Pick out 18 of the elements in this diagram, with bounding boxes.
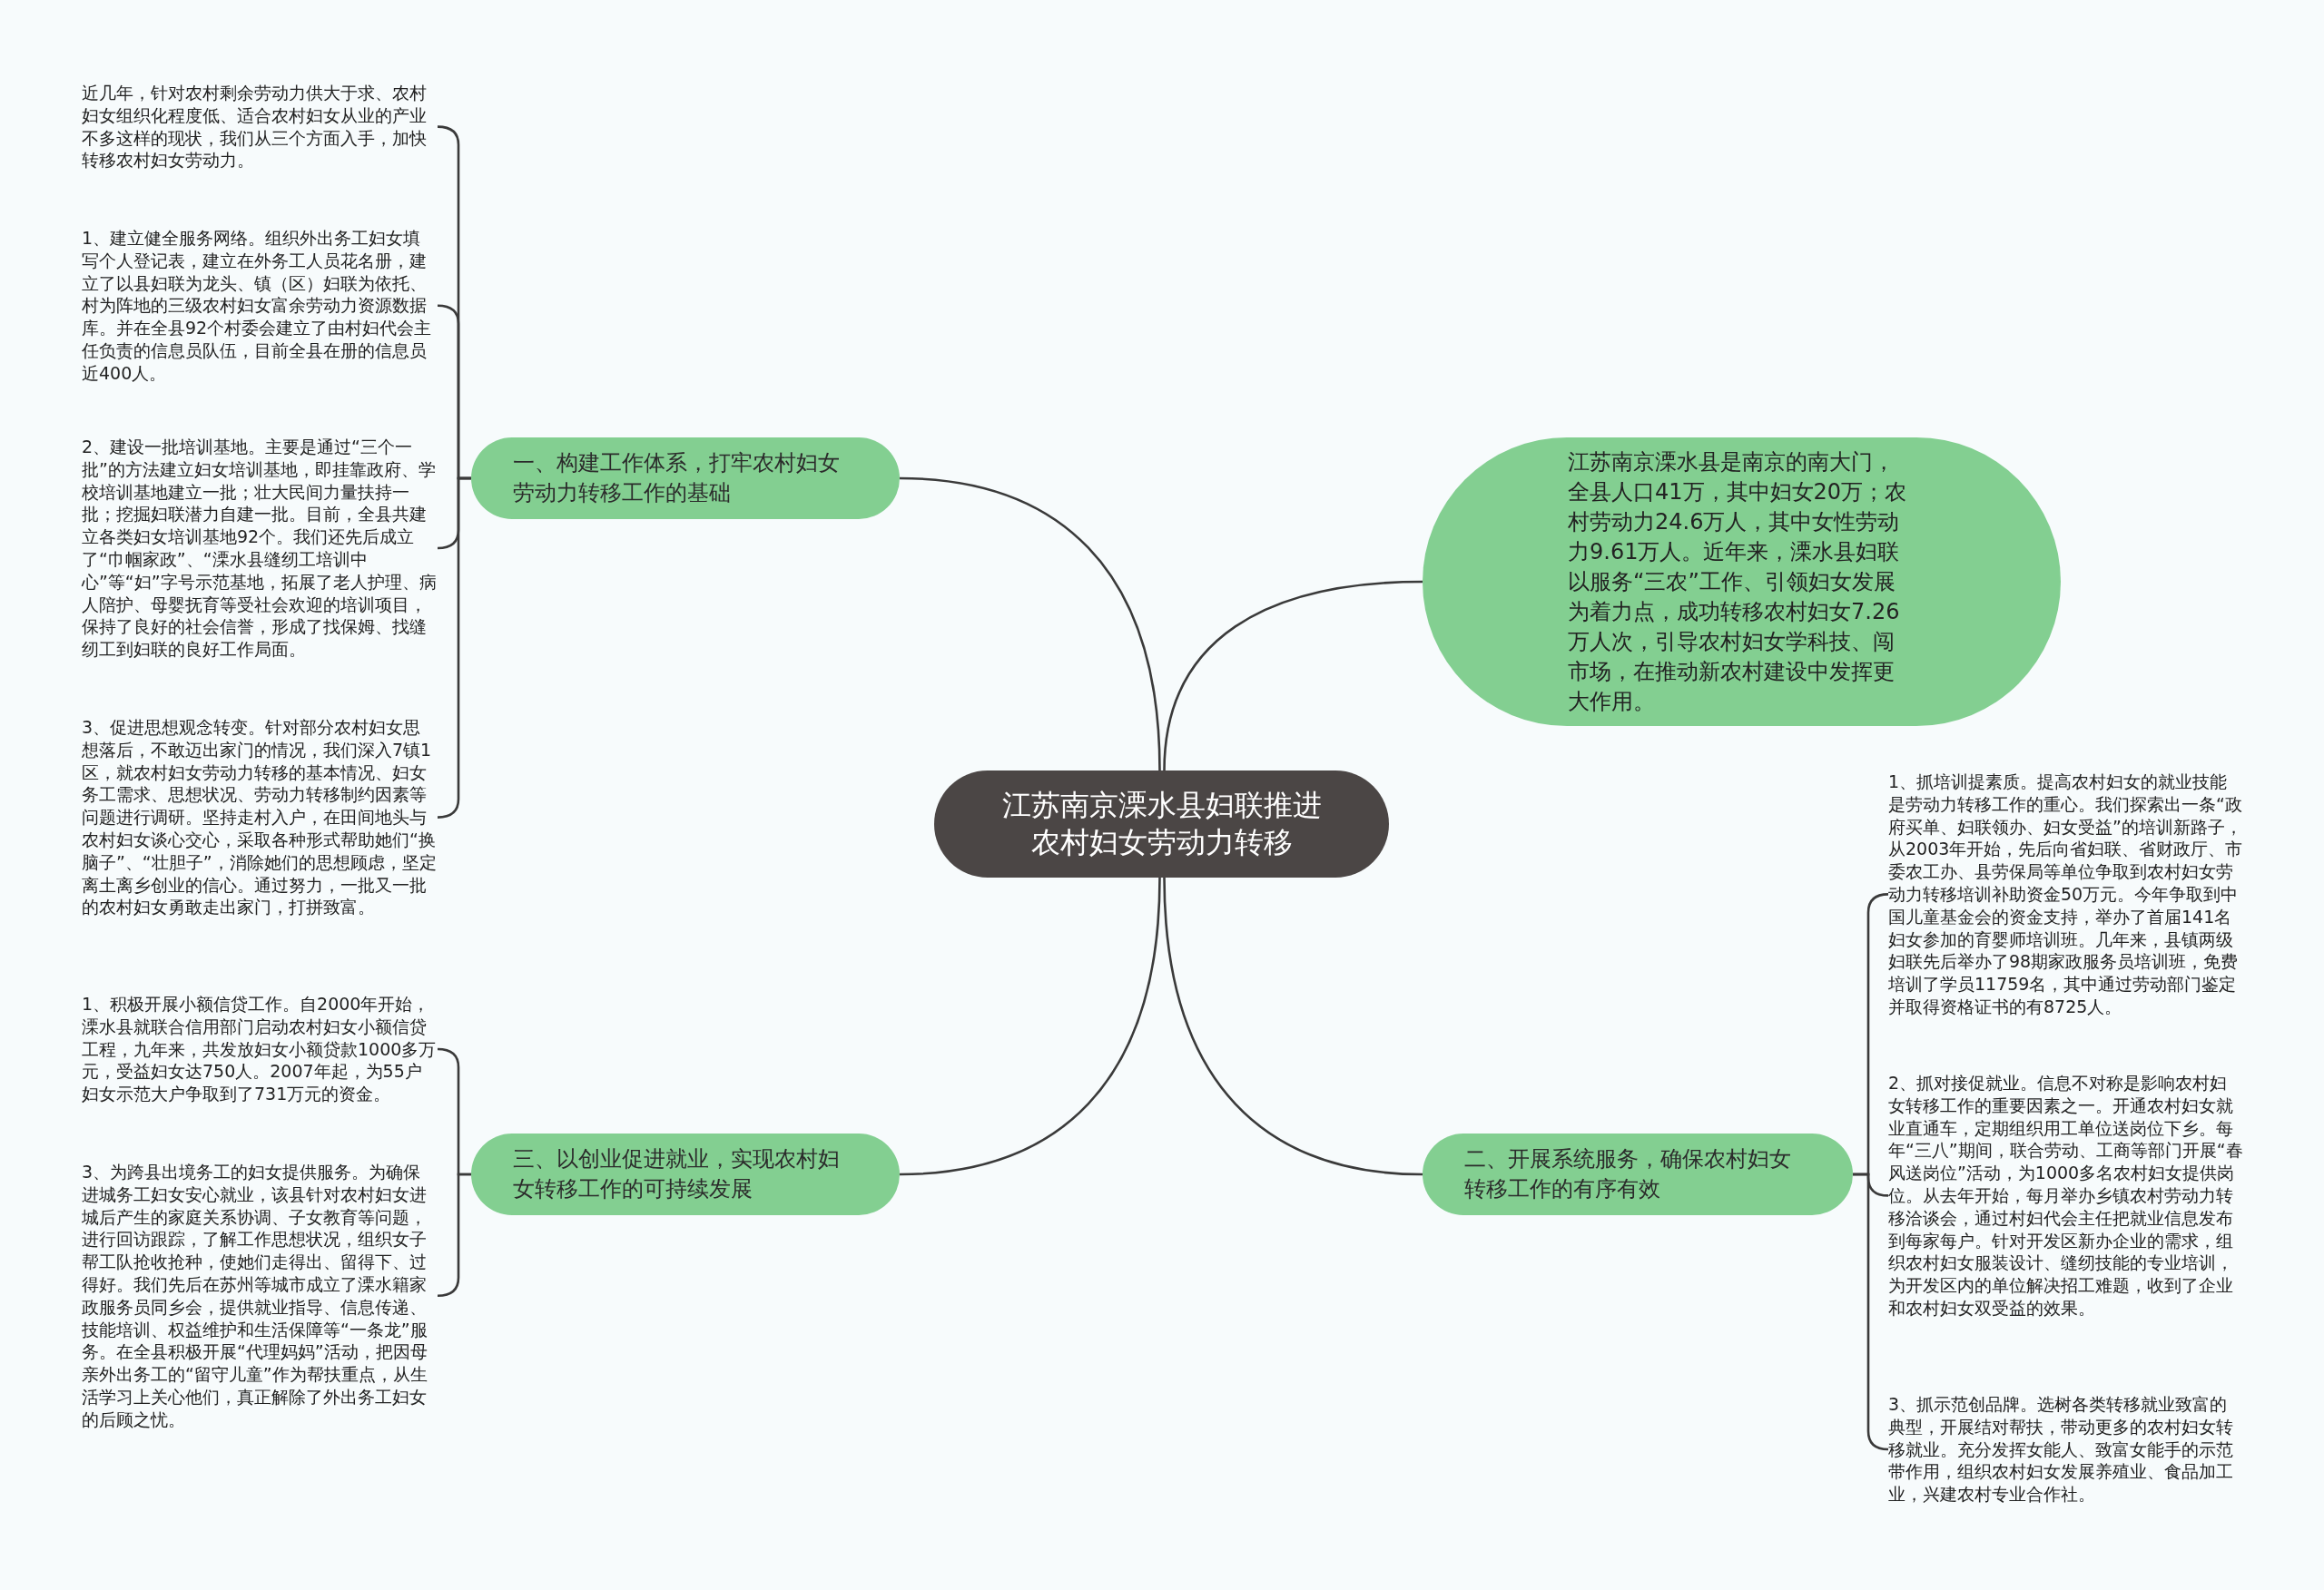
connector-line [899,877,1161,1176]
note-text: 1、抓培训提素质。提高农村妇女的就业技能是劳动力转移工作的重心。我们探索出一条“政府买单、妇联领办、妇女受益”的培训新路子，从2003年开始，先后向省妇联、省财政厅、市委农工办、县劳保局等单位争取到农村妇女劳动力转移培训补助资金50万元。今年争取到中国儿童基金会的资金支持，举办了首届141名妇女参加的育婴师培训班。几年来，县镇两级妇联先后举办了98期家政服务员培训班，免费培训了学员11759名，其中通过劳动部门鉴定并取得资格证书的有8725人。 [1888,770,2244,1018]
connector-line [899,476,1161,771]
connector-line [1163,580,1423,771]
note-text: 近几年，针对农村剩余劳动力供大于求、农村妇女组织化程度低、适合农村妇女从业的产业不多这样的现状，我们从三个方面入手，加快转移农村妇女劳动力。 [82,82,438,172]
note-text: 3、为跨县出境务工的妇女提供服务。为确保进城务工妇女安心就业，该县针对农村妇女进城后产生的家庭关系协调、子女教育等问题，进行回访跟踪，了解工作思想状况，组织女子帮工队抢收抢种，使她们走得出、留得下、过得好。我们先后在苏州等城市成立了溧水籍家政服务员同乡会，提供就业指导、信息传递、技能培训、权益维护和生活保障等“一条龙”服务。在全县积极开展“代理妈妈”活动，把因母亲外出务工的“留守儿童”作为帮扶重点，从生活学习上关心他们，真正解除了外出务工妇女的后顾之忧。 [82,1161,438,1431]
note-text: 1、建立健全服务网络。组织外出务工妇女填写个人登记表，建立在外务工人员花名册，建立了以县妇联为龙头、镇（区）妇联为依托、村为阵地的三级农村妇女富余劳动力资源数据库。并在全县92个村委会建立了由村妇代会主任负责的信息员队伍，目前全县在册的信息员近400人。 [82,227,438,385]
note-text: 3、促进思想观念转变。针对部分农村妇女思想落后，不敢迈出家门的情况，我们深入7镇1区，就农村妇女劳动力转移的基本情况、妇女务工需求、思想状况、劳动力转移制约因素等问题进行调研。坚持走村入户，在田间地头与农村妇女谈心交心，采取各种形式帮助她们“换脑子”、“壮胆子”，消除她们的思想顾虑，坚定离土离乡创业的信心。通过努力，一批又一批的农村妇女勇敢走出家门，打拼致富。 [82,716,438,919]
branch-text: 二、开展系统服务，确保农村妇女转移工作的有序有效 [1464,1145,1792,1203]
note-text: 2、建设一批培训基地。主要是通过“三个一批”的方法建立妇女培训基地，即挂靠政府、学校培训基地建立一批；壮大民间力量扶持一批；挖掘妇联潜力自建一批。目前，全县共建立各类妇女培训基地92个。我们还先后成立了“巾帼家政”、“溧水县缝纫工培训中心”等“妇”字号示范基地，拓展了老人护理、病人陪护、母婴抚育等受社会欢迎的培训项目，保持了良好的社会信誉，形成了找保姆、找缝纫工到妇联的良好工作局面。 [82,436,438,661]
topic-text: 江苏南京溧水县妇联推进农村妇女劳动力转移 [1000,787,1323,861]
note-text: 1、积极开展小额信贷工作。自2000年开始，溧水县就联合信用部门启动农村妇女小额信贷工程，九年来，共发放妇女小额贷款1000多万元，受益妇女达750人。2007年起，为55户妇女示范大户争取到了731万元的资金。 [82,993,438,1105]
branch-text: 一、构建工作体系，打牢农村妇女劳动力转移工作的基础 [513,449,841,507]
connector-line [1163,877,1423,1176]
branch-text: 三、以创业促进就业，实现农村妇女转移工作的可持续发展 [513,1145,841,1203]
note-text: 3、抓示范创品牌。选树各类转移就业致富的典型，开展结对帮扶，带动更多的农村妇女转移就业。充分发挥女能人、致富女能手的示范带作用，组织农村妇女发展养殖业、食品加工业，兴建农村专业合作社。 [1888,1393,2244,1506]
summary-text: 江苏南京溧水县是南京的南大门，全县人口41万，其中妇女20万；农村劳动力24.6万人，其中女性劳动力9.61万人。近年来，溧水县妇联以服务“三农”工作、引领妇女发展为着力点，成功转移农村妇女7.26万人次，引导农村妇女学科技、闯市场，在推动新农村建设中发挥更大作用。 [1568,447,1908,716]
note-text: 2、抓对接促就业。信息不对称是影响农村妇女转移工作的重要因素之一。开通农村妇女就业直通车，定期组织用工单位送岗位下乡。每年“三八”期间，联合劳动、工商等部门开展“春风送岗位”活动，为1000多名农村妇女提供岗位。从去年开始，每月举办乡镇农村劳动力转移洽谈会，通过村妇代会主任把就业信息发布到每家每户。针对开发区新办企业的需求，组织农村妇女服装设计、缝纫技能的专业培训，为开发区内的单位解决招工难题，收到了企业和农村妇女双受益的效果。 [1888,1072,2244,1320]
